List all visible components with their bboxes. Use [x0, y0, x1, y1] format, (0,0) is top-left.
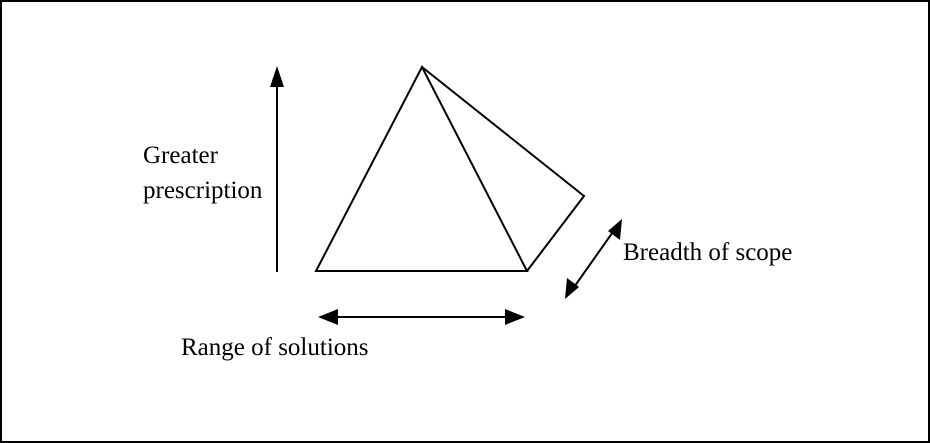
- range-arrowhead-left: [318, 309, 338, 325]
- breadth-arrowhead-bottom: [565, 278, 579, 299]
- range-of-solutions-label: Range of solutions: [181, 334, 369, 361]
- breadth-arrowhead-top: [608, 219, 622, 240]
- range-arrowhead-right: [505, 309, 525, 325]
- prescription-label-line2: prescription: [143, 177, 263, 204]
- pyramid-side-face: [421, 66, 586, 272]
- breadth-arrow: [571, 228, 616, 291]
- prescription-label-line1: Greater: [143, 142, 218, 169]
- breadth-of-scope-label: Breadth of scope: [623, 239, 793, 266]
- prescription-arrowhead: [270, 66, 284, 87]
- pyramid-front-face: [314, 64, 529, 272]
